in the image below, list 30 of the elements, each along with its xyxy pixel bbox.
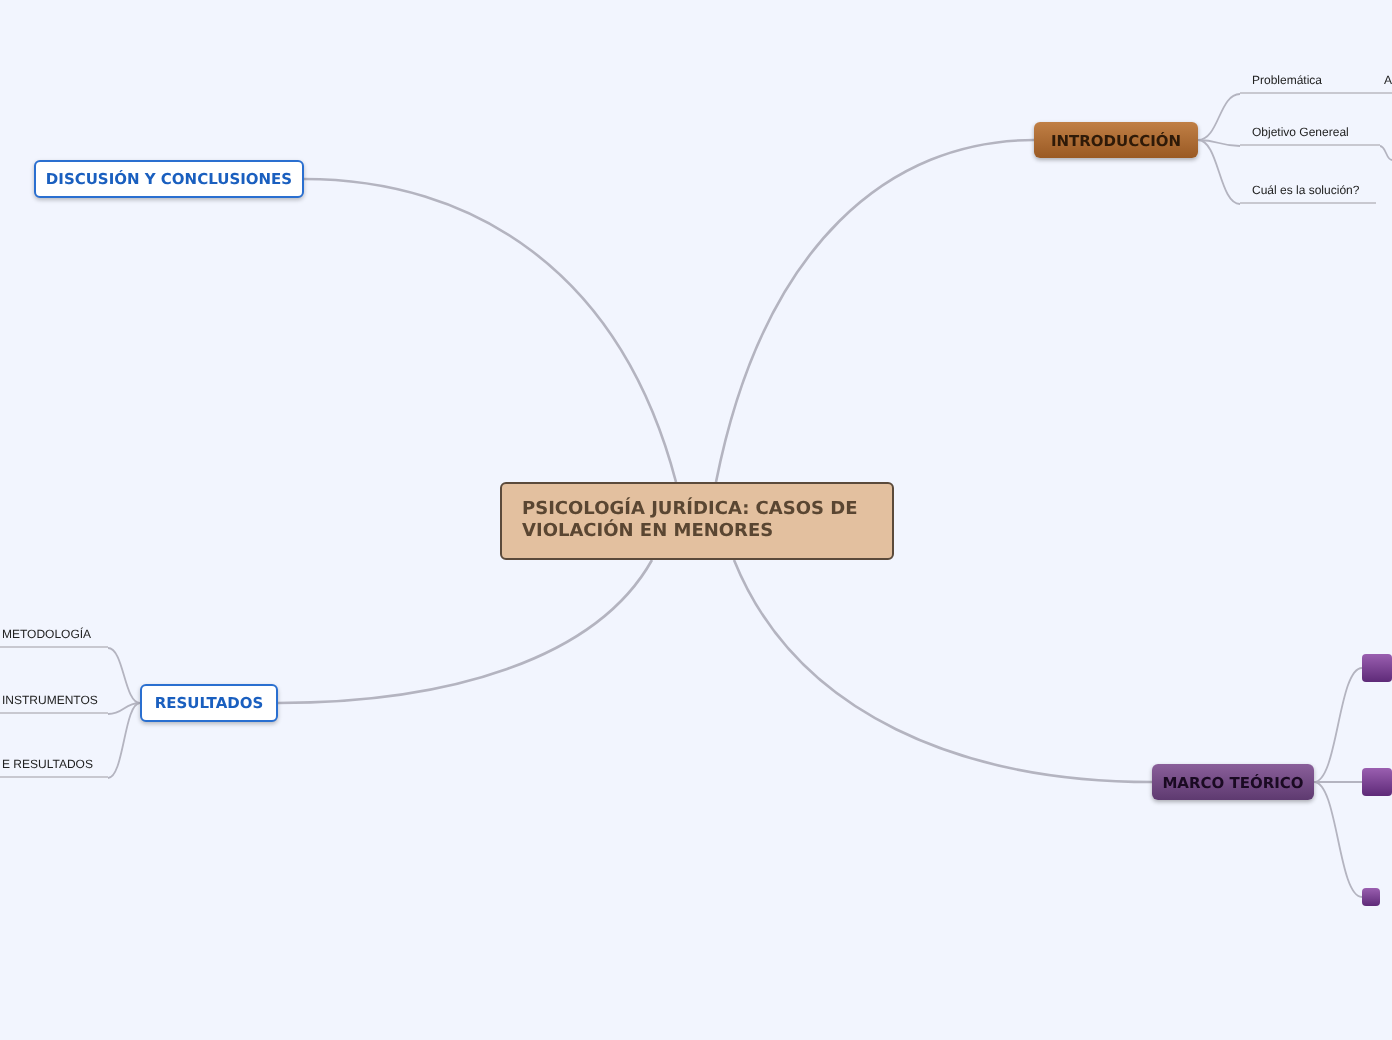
connector-line (1197, 139, 1241, 147)
subtopic (1372, 72, 1392, 94)
subtopic-box (1362, 888, 1380, 906)
subtopic (1240, 124, 1380, 146)
connector-line (277, 559, 654, 705)
connector-line (107, 702, 141, 715)
subtopic (1240, 72, 1372, 94)
connector-line (107, 702, 141, 779)
subtopic (0, 626, 108, 648)
connector-line (107, 647, 141, 704)
main-topic (34, 160, 304, 198)
connector-line (1313, 781, 1363, 783)
connector-line (1313, 781, 1363, 898)
connector-line (303, 177, 678, 483)
topic-text: PSICOLOGÍA JURÍDICA: CASOS DE VIOLACIÓN EN MENORES (522, 499, 860, 543)
connector-line (1197, 139, 1241, 205)
central-topic (500, 482, 894, 560)
subtopic-box (1362, 654, 1392, 682)
connector-line (1379, 145, 1392, 161)
main-topic (1034, 122, 1198, 158)
subtopic-box (1362, 768, 1392, 796)
subtopic (0, 756, 108, 778)
main-topic (140, 684, 278, 722)
main-topic (1152, 764, 1314, 800)
connector-line (1313, 667, 1363, 783)
connector-line (1197, 93, 1241, 141)
subtopic (0, 692, 108, 714)
subtopic (1240, 182, 1376, 204)
connector-line (732, 559, 1153, 784)
connector-line (714, 138, 1035, 483)
